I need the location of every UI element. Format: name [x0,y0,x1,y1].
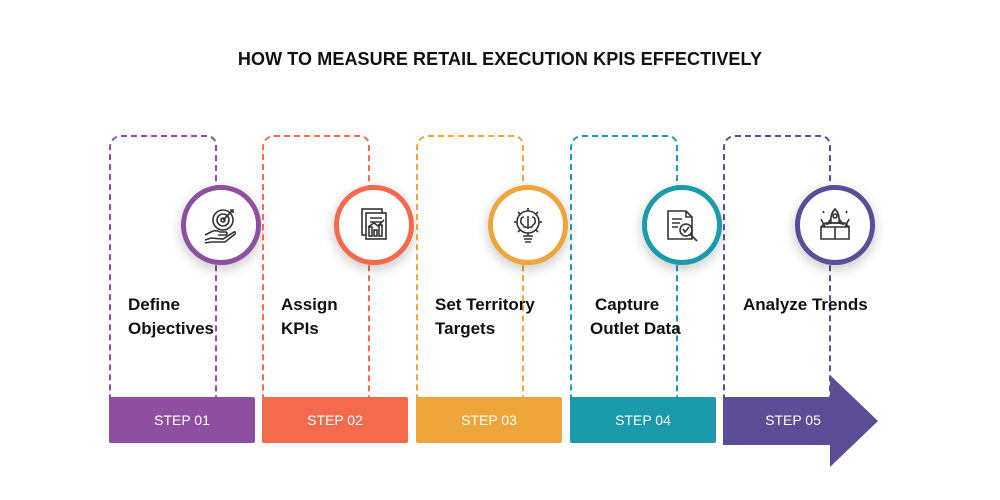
dashed-connector [109,135,217,405]
report-chart-icon [361,208,387,240]
step-label: Define Objectives [128,295,214,338]
rocket-box-icon [820,207,850,240]
step-icon-circle [334,185,414,265]
step-label: Capture Outlet Data [590,295,681,338]
dashed-connector [723,135,831,405]
final-step-arrow [723,375,878,467]
step-bar: STEP 03 [416,397,562,443]
step-label: Assign KPIs [281,295,338,338]
step-bar: STEP 05 [765,412,821,428]
step-4: Capture Outlet Data STEP 04 [570,135,730,470]
step-5: Analyze Trends STEP 05 [723,135,883,470]
step-1: Define Objectives STEP 01 [109,135,269,470]
step-icon-circle [181,185,261,265]
page-title: HOW TO MEASURE RETAIL EXECUTION KPIS EFF… [237,49,763,69]
step-bar: STEP 04 [570,397,716,443]
step-label: Analyze Trends [743,295,868,314]
dashed-connector [416,135,524,405]
document-search-icon [667,210,698,242]
step-bar: STEP 01 [109,397,255,443]
step-icon-circle [488,185,568,265]
step-3: Set Territory Targets STEP 03 [416,135,576,470]
brain-gear-icon [514,208,542,243]
step-label: Set Territory Targets [435,295,535,338]
step-icon-circle [795,185,875,265]
step-2: Assign KPIs STEP 02 [262,135,422,470]
step-icon-circle [642,185,722,265]
dashed-connector [570,135,678,405]
target-hand-icon [204,209,237,244]
dashed-connector [262,135,370,405]
step-bar: STEP 02 [262,397,408,443]
